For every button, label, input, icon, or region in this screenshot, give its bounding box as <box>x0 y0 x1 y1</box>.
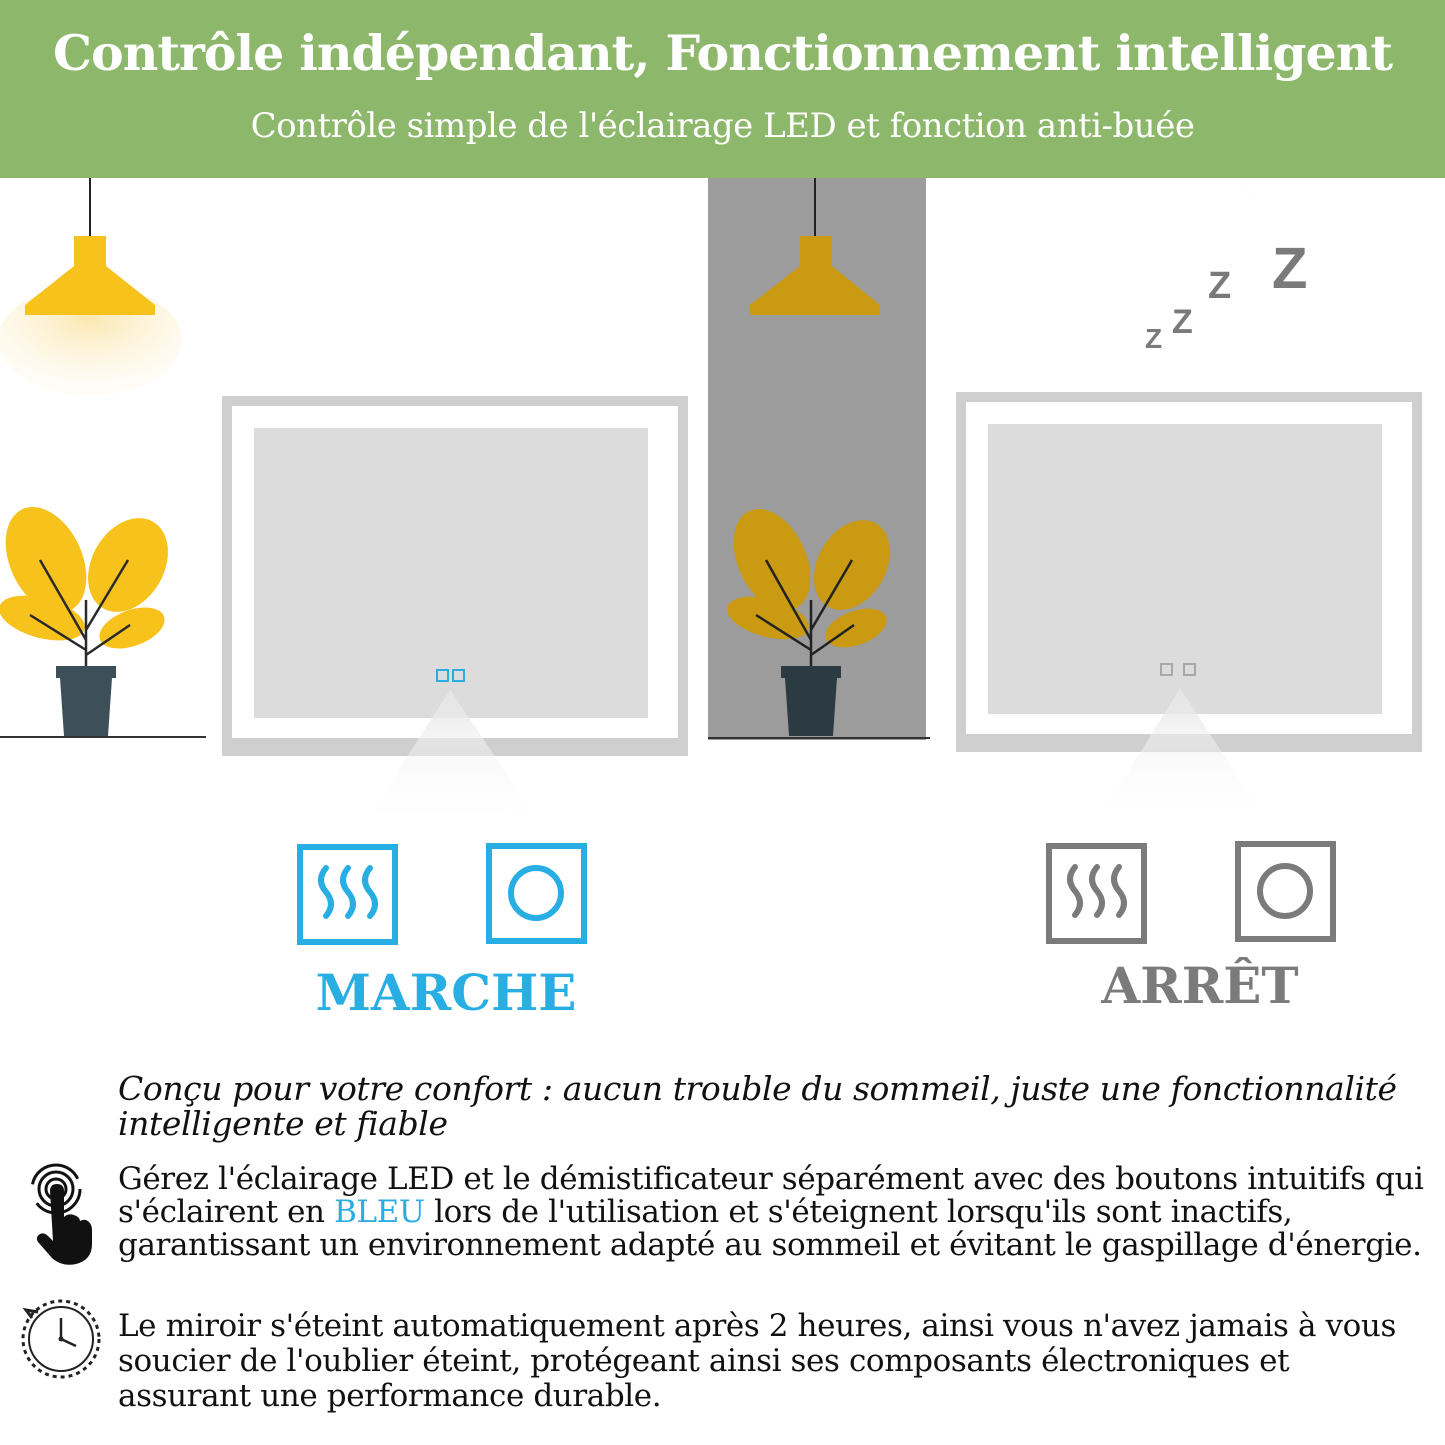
defog-button-off[interactable] <box>1046 843 1147 944</box>
defog-icon <box>318 865 378 919</box>
comfort-intro: Conçu pour votre confort : aucun trouble… <box>118 1069 1397 1143</box>
defog-button-on[interactable] <box>297 844 398 945</box>
touch-hand-icon <box>30 1163 92 1265</box>
state-off-label: ARRÊT <box>1101 956 1299 1015</box>
buttons-text-before: Gérez l'éclairage LED et le démistificat… <box>118 1161 1424 1230</box>
light-button-on[interactable] <box>486 843 587 944</box>
svg-text:Z: Z <box>1208 265 1231 307</box>
light-icon <box>1257 863 1313 919</box>
blue-highlight: BLEU <box>334 1194 425 1230</box>
page-subtitle: Contrôle simple de l'éclairage LED et fo… <box>250 106 1195 146</box>
mirror-on <box>222 396 688 830</box>
potted-plant-on <box>0 507 168 736</box>
timer-description: Le miroir s'éteint automatiquement après… <box>118 1308 1397 1414</box>
mirror-defog-indicator <box>436 669 449 682</box>
mirror-illustration: Z Z Z Z <box>0 178 1422 945</box>
svg-text:Z: Z <box>1145 323 1162 354</box>
light-icon <box>508 865 564 921</box>
svg-text:Z: Z <box>1272 236 1307 301</box>
buttons-description: Gérez l'éclairage LED et le démistificat… <box>118 1163 1428 1262</box>
ceiling-lamp-on <box>0 178 182 395</box>
light-button-off[interactable] <box>1235 841 1336 942</box>
page-title: Contrôle indépendant, Fonctionnement int… <box>53 24 1393 82</box>
header-banner <box>0 0 1445 178</box>
timer-clock-icon <box>21 1299 101 1379</box>
state-on-label: MARCHE <box>315 963 577 1022</box>
night-panel <box>708 178 930 740</box>
buttons-text-after: lors de l'utilisation et s'éteignent lor… <box>118 1194 1422 1263</box>
sleep-moon-icon: Z Z Z Z <box>1145 186 1307 354</box>
svg-text:Z: Z <box>1172 303 1193 341</box>
defog-icon <box>1067 864 1127 918</box>
mirror-off <box>956 392 1422 826</box>
mirror-light-indicator <box>452 669 465 682</box>
